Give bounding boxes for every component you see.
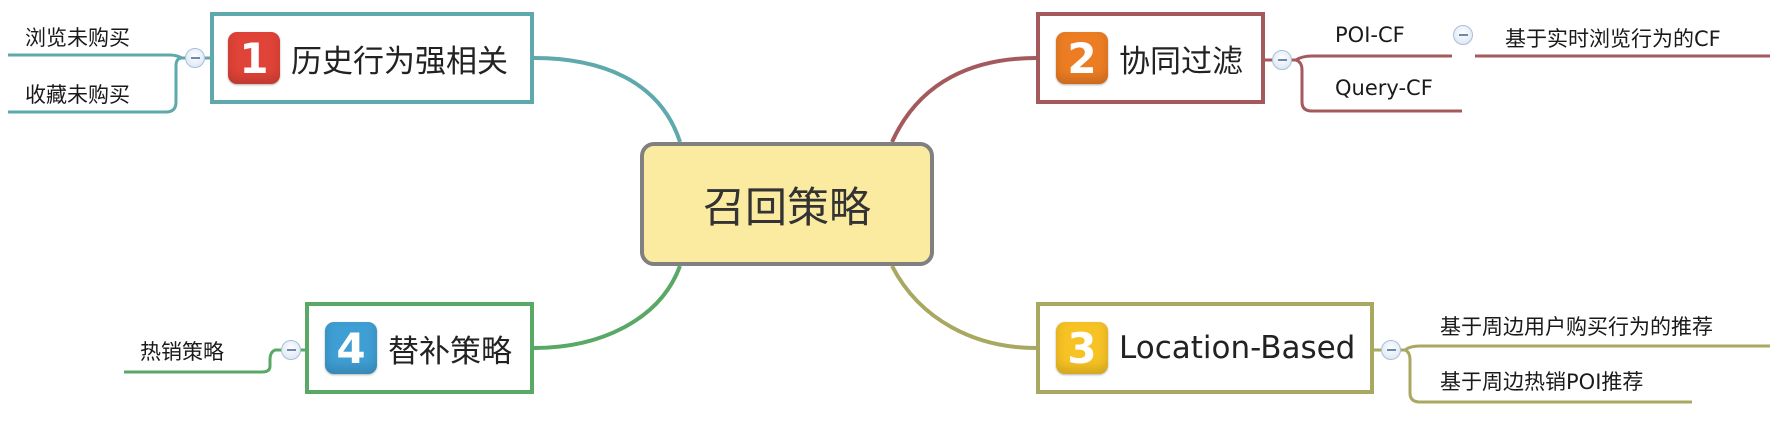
connector-center-to-branch-3 <box>890 265 1037 350</box>
connector-leaf-poi-cf <box>1290 54 1452 62</box>
branch-topic-3-label: Location-Based <box>1119 330 1356 366</box>
collapse-minus-icon[interactable] <box>1272 50 1292 70</box>
branch-topic-2[interactable]: 2 协同过滤 <box>1036 12 1265 104</box>
leaf-realtime-browse-cf[interactable]: 基于实时浏览行为的CF <box>1505 27 1721 51</box>
branch-topic-1[interactable]: 1 历史行为强相关 <box>210 12 534 104</box>
branch-topic-3[interactable]: 3 Location-Based <box>1036 302 1374 394</box>
connector-center-to-branch-1 <box>533 56 682 143</box>
collapse-minus-icon[interactable] <box>1381 340 1401 360</box>
leaf-nearby-user-purchase-recommend[interactable]: 基于周边用户购买行为的推荐 <box>1440 315 1713 339</box>
leaf-browse-not-purchased[interactable]: 浏览未购买 <box>25 26 130 50</box>
collapse-minus-icon[interactable] <box>1453 25 1473 45</box>
leaf-hot-sale-strategy[interactable]: 热销策略 <box>140 340 224 364</box>
connector-leaf-收藏未购买 <box>8 56 183 114</box>
priority-3-icon: 3 <box>1056 322 1108 374</box>
collapse-minus-icon[interactable] <box>281 340 301 360</box>
connector-leaf-周边热销 <box>1404 348 1692 404</box>
leaf-nearby-hot-poi-recommend[interactable]: 基于周边热销POI推荐 <box>1440 370 1644 394</box>
branch-topic-4[interactable]: 4 替补策略 <box>305 302 534 394</box>
connector-center-to-branch-2 <box>890 56 1037 143</box>
priority-4-icon: 4 <box>325 322 377 374</box>
connector-center-to-branch-4 <box>533 265 682 350</box>
connector-leaf-周边用户购买 <box>1399 344 1770 352</box>
collapse-minus-icon[interactable] <box>185 48 205 68</box>
branch-topic-4-label: 替补策略 <box>388 333 512 370</box>
branch-topic-2-label: 协同过滤 <box>1119 43 1243 80</box>
branch-topic-1-label: 历史行为强相关 <box>291 43 508 80</box>
connector-leaf-query-cf <box>1295 58 1462 113</box>
leaf-favorite-not-purchased[interactable]: 收藏未购买 <box>25 83 130 107</box>
leaf-poi-cf[interactable]: POI-CF <box>1335 23 1405 47</box>
central-topic-label: 召回策略 <box>702 182 871 232</box>
priority-2-icon: 2 <box>1056 32 1108 84</box>
connector-leaf-热销策略 <box>124 348 281 374</box>
central-topic[interactable]: 召回策略 <box>640 142 934 266</box>
priority-1-icon: 1 <box>228 32 280 84</box>
leaf-query-cf[interactable]: Query-CF <box>1335 76 1433 100</box>
connector-leaf-浏览未购买 <box>8 53 185 60</box>
